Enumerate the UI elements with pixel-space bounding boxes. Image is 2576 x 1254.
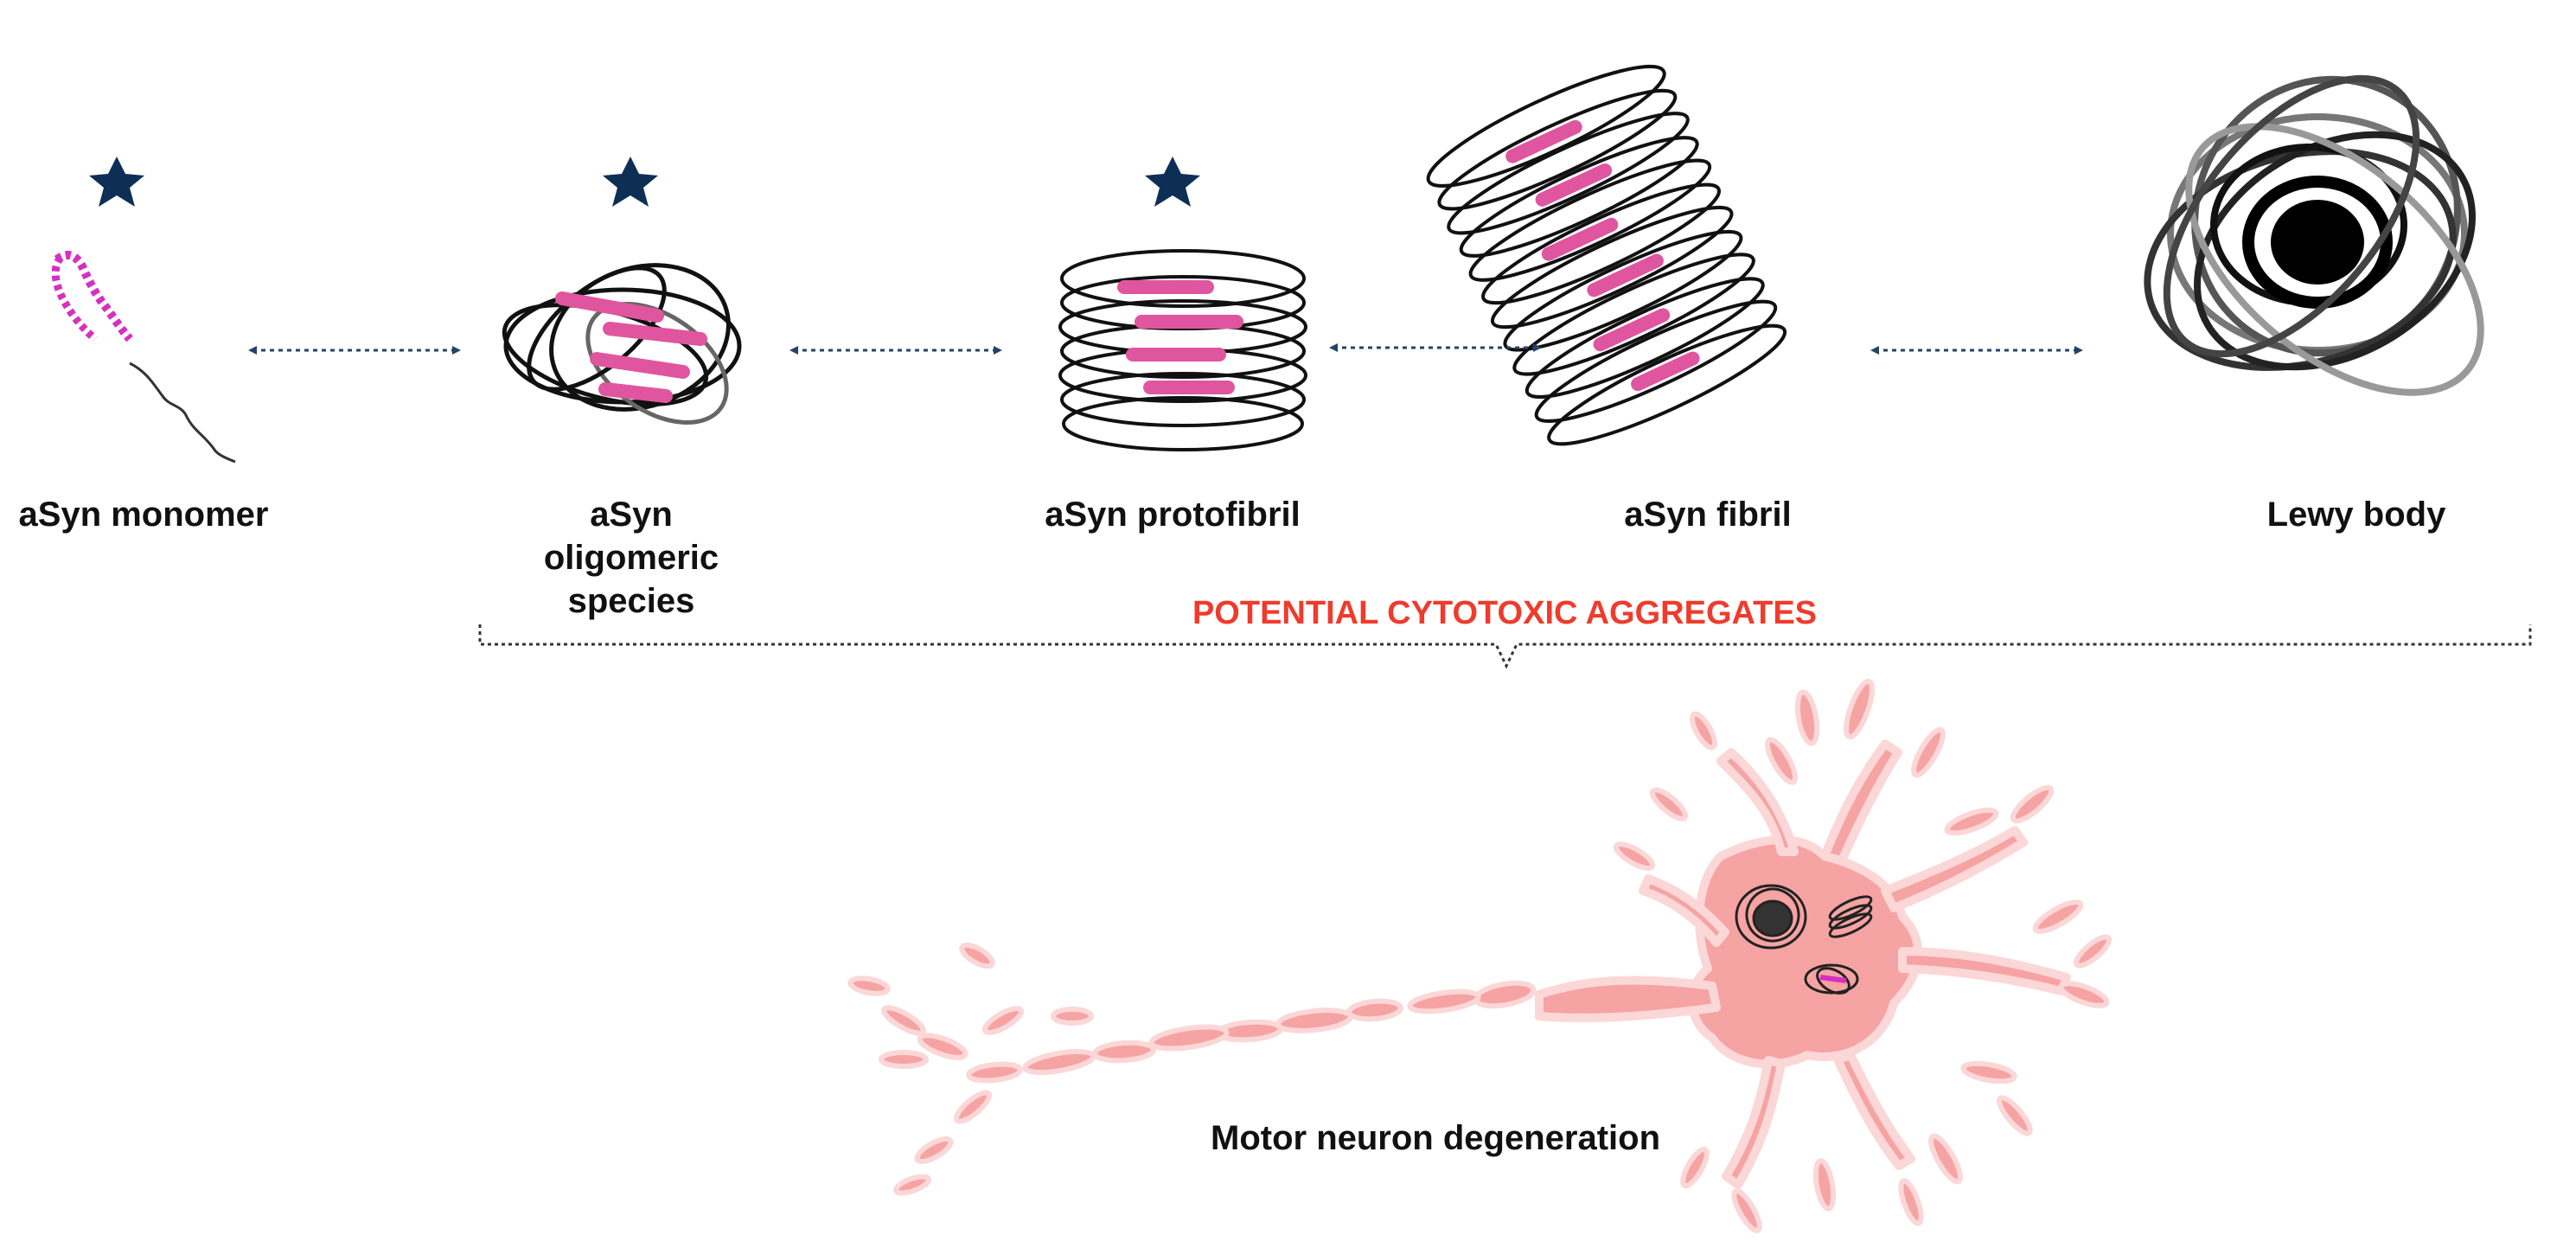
oligomer-icon xyxy=(502,263,742,425)
star-icon-protofibril xyxy=(1145,157,1200,207)
stage-label-lewy-body: Lewy body xyxy=(2266,496,2446,534)
stage-label-monomer: aSyn monomer xyxy=(18,496,269,534)
protofibril-icon xyxy=(1058,249,1307,451)
fibril-icon xyxy=(1426,64,1787,446)
neuron-icon xyxy=(847,678,2113,1233)
star-icon-oligomer xyxy=(603,157,658,207)
lewy-body-icon xyxy=(2144,74,2484,396)
cytotoxic-aggregates-label: POTENTIAL CYTOTOXIC AGGREGATES xyxy=(1192,595,1818,631)
cytotoxic-bracket xyxy=(478,624,2532,669)
monomer-helix-icon xyxy=(51,251,236,464)
motor-neuron-degeneration-label: Motor neuron degeneration xyxy=(1211,1119,1660,1157)
stage-label-fibril: aSyn fibril xyxy=(1624,496,1792,534)
stage-label-protofibril: aSyn protofibril xyxy=(1045,496,1301,534)
stage-label-oligomer: aSyn oligomeric species xyxy=(543,496,719,620)
star-icon-monomer xyxy=(89,157,144,207)
